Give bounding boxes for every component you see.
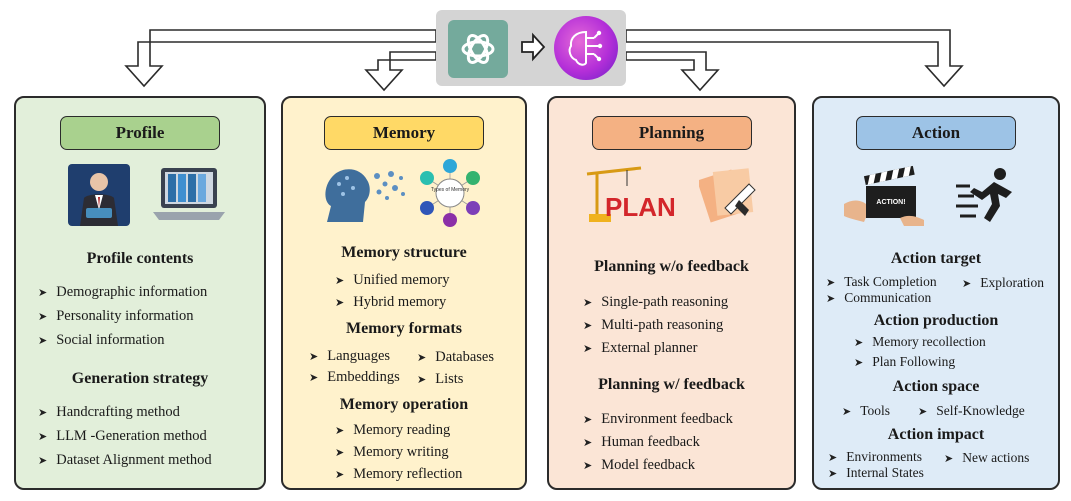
laptop-folders-icon bbox=[153, 168, 225, 220]
list-item: ➤Memory reading bbox=[335, 422, 451, 438]
running-person-icon bbox=[956, 168, 1012, 222]
list-item: ➤Social information bbox=[38, 332, 165, 348]
list-item: ➤Memory reflection bbox=[335, 466, 463, 482]
memory-panel: Memory Types of Memory Memory structure … bbox=[281, 96, 527, 490]
list-item: ➤New actions bbox=[944, 450, 1030, 465]
list-item: ➤Lists bbox=[417, 371, 464, 387]
action-art-label: ACTION! bbox=[876, 199, 905, 206]
planning-panel: Planning PLAN Planning w/o feedback ➤Sin… bbox=[547, 96, 796, 490]
list-item: ➤Communication bbox=[826, 290, 932, 305]
list-item: ➤Memory writing bbox=[335, 444, 449, 460]
generation-strategy-heading: Generation strategy bbox=[71, 370, 209, 387]
action-space-heading: Action space bbox=[892, 378, 980, 395]
action-production-heading: Action production bbox=[873, 312, 999, 329]
arrow-to-planning bbox=[625, 51, 720, 92]
list-item: ➤Multi-path reasoning bbox=[583, 317, 724, 333]
memory-types-label: Types of Memory bbox=[431, 187, 470, 193]
list-item: ➤Tools bbox=[842, 403, 891, 418]
list-item: ➤Plan Following bbox=[854, 354, 956, 369]
profile-panel: Profile Profile contents ➤Demographic in… bbox=[14, 96, 266, 490]
profile-contents-heading: Profile contents bbox=[86, 250, 194, 267]
planning-without-feedback-heading: Planning w/o feedback bbox=[594, 258, 749, 275]
list-item: ➤Demographic information bbox=[38, 284, 208, 300]
panel-title-planning: Planning bbox=[591, 116, 752, 150]
list-item: ➤Environments bbox=[828, 449, 922, 464]
planning-with-feedback-heading: Planning w/ feedback bbox=[598, 376, 745, 393]
memory-operation-heading: Memory operation bbox=[339, 396, 469, 413]
openai-logo-icon bbox=[448, 20, 508, 78]
crane-icon: PLAN bbox=[586, 166, 676, 222]
list-item: ➤Human feedback bbox=[583, 434, 700, 450]
action-target-heading: Action target bbox=[890, 250, 982, 267]
action-panel: Action ACTION! Action target ➤Task Compl… bbox=[812, 96, 1060, 490]
panel-title-action: Action bbox=[856, 116, 1016, 150]
clapperboard-icon: ACTION! bbox=[844, 165, 924, 226]
businessman-icon bbox=[68, 164, 130, 226]
memory-formats-heading: Memory formats bbox=[346, 320, 462, 337]
list-item: ➤Environment feedback bbox=[583, 411, 733, 427]
memory-structure-heading: Memory structure bbox=[341, 244, 467, 261]
arrow-to-action bbox=[625, 29, 964, 88]
head-network-icon bbox=[325, 169, 405, 222]
action-impact-heading: Action impact bbox=[887, 426, 985, 443]
memory-types-diagram-icon: Types of Memory bbox=[420, 159, 480, 227]
list-item: ➤Self-Knowledge bbox=[918, 403, 1025, 418]
list-item: ➤LLM -Generation method bbox=[38, 428, 207, 444]
list-item: ➤Internal States bbox=[828, 465, 924, 480]
arrow-to-memory bbox=[364, 51, 437, 92]
list-item: ➤Handcrafting method bbox=[38, 404, 180, 420]
list-item: ➤Exploration bbox=[962, 275, 1044, 290]
plan-art-label: PLAN bbox=[605, 192, 676, 222]
notes-pen-icon bbox=[699, 168, 756, 223]
list-item: ➤Single-path reasoning bbox=[583, 294, 729, 310]
arrow-to-profile bbox=[124, 29, 437, 88]
list-item: ➤Memory recollection bbox=[854, 334, 986, 349]
list-item: ➤Unified memory bbox=[335, 272, 450, 288]
ai-brain-icon bbox=[554, 16, 618, 80]
panel-title-memory: Memory bbox=[324, 116, 484, 150]
list-item: ➤Model feedback bbox=[583, 457, 696, 473]
list-item: ➤External planner bbox=[583, 340, 698, 356]
list-item: ➤Languages bbox=[309, 348, 391, 364]
list-item: ➤Embeddings bbox=[309, 369, 400, 385]
panel-title-profile: Profile bbox=[60, 116, 220, 150]
list-item: ➤Personality information bbox=[38, 308, 194, 324]
list-item: ➤Hybrid memory bbox=[335, 294, 447, 310]
right-arrow-icon bbox=[521, 32, 546, 62]
list-item: ➤Dataset Alignment method bbox=[38, 452, 212, 468]
list-item: ➤Task Completion bbox=[826, 274, 937, 289]
list-item: ➤Databases bbox=[417, 349, 494, 365]
llm-source-box bbox=[436, 10, 626, 86]
